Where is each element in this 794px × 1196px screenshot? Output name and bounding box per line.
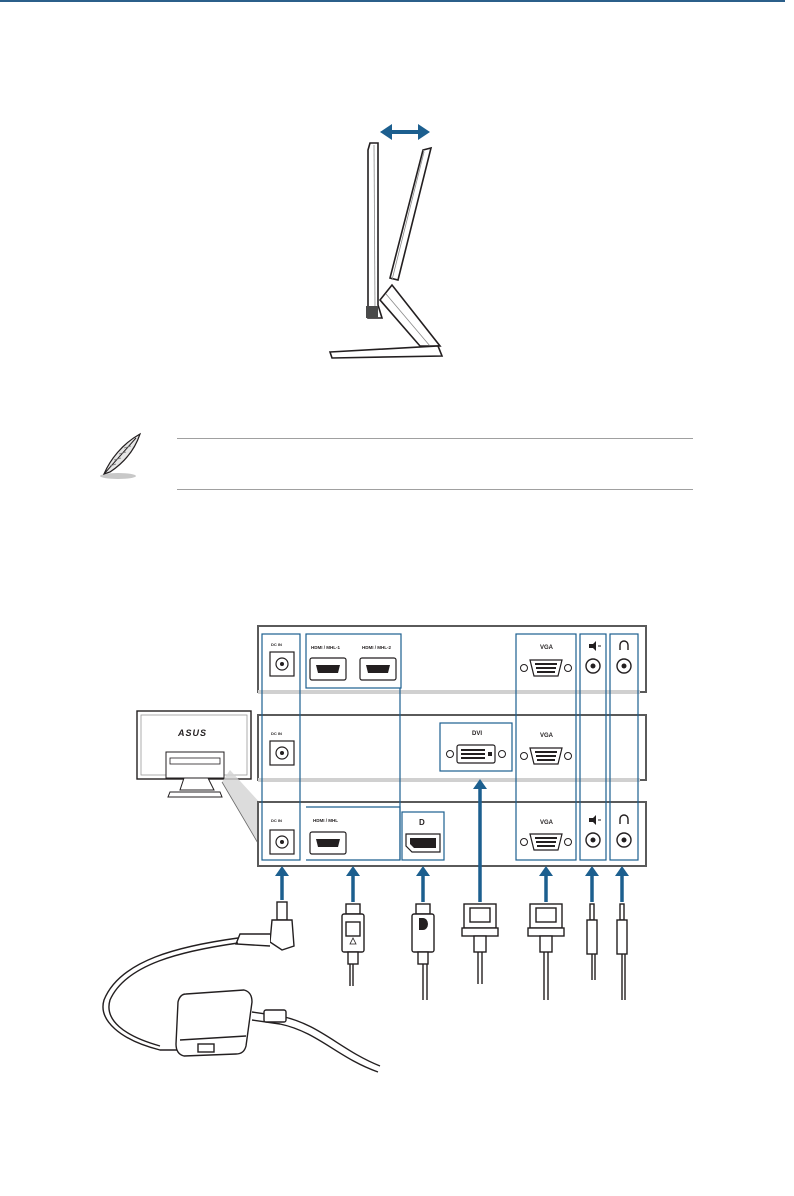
dc-cable xyxy=(102,937,239,1051)
note-feather-icon xyxy=(100,432,142,479)
tilt-arrow-icon xyxy=(380,124,430,140)
displayport-label: D xyxy=(419,818,425,827)
hdmi-mhl-2-port: HDMI / MHL-2 xyxy=(359,645,397,681)
monitor-logo: ASUS xyxy=(177,728,207,738)
audio-in-icon xyxy=(589,641,601,651)
displayport-plug xyxy=(411,903,435,1000)
dvi-outline xyxy=(439,722,513,772)
dc-in-label-2: DC IN xyxy=(271,731,282,736)
dvi-port: DVI xyxy=(446,731,506,764)
note-bottom-rule xyxy=(177,489,693,490)
dvi-plug xyxy=(461,903,499,984)
audio-in-port-2 xyxy=(585,815,601,848)
dc-in-column-outline xyxy=(261,633,301,861)
headphone-column-outline xyxy=(609,633,639,861)
hdmi-mhl-1-label: HDMI / MHL-1 xyxy=(311,645,340,650)
hdmi-mhl-2-label: HDMI / MHL-2 xyxy=(362,645,391,650)
headphone-plug xyxy=(616,903,628,1000)
headphone-port-1 xyxy=(616,640,632,674)
dc-plug xyxy=(234,901,295,951)
power-adapter-brick xyxy=(175,989,253,1057)
audio-in-column-outline xyxy=(579,633,607,861)
vga-port-1: VGA xyxy=(520,645,572,677)
vga-label-3: VGA xyxy=(540,820,554,826)
page-top-border xyxy=(0,0,785,2)
displayport-outline xyxy=(401,811,445,861)
hdmi-mhl-label: HDMI / MHL xyxy=(313,818,338,823)
dc-in-port-1: DC IN xyxy=(269,642,295,677)
monitor-tilt-illustration xyxy=(328,124,444,359)
dc-in-label-1: DC IN xyxy=(271,642,282,647)
hdmi-mhl-1-port: HDMI / MHL-1 xyxy=(309,645,347,681)
displayport-port: D xyxy=(405,818,441,853)
vga-plug xyxy=(527,903,565,1000)
dc-in-label-3: DC IN xyxy=(271,818,282,823)
hdmi-plug xyxy=(341,903,365,986)
vga-port-2: VGA xyxy=(520,733,572,765)
audio-in-port-1 xyxy=(585,641,601,674)
rear-panel-model-2 xyxy=(257,714,647,782)
dc-in-port-2: DC IN xyxy=(269,731,295,766)
hdmi-mhl-port: HDMI / MHL xyxy=(309,818,347,855)
audio-plug xyxy=(586,903,598,980)
headphone-port-2 xyxy=(616,814,632,848)
note-top-rule xyxy=(177,438,693,439)
monitor-front-view: ASUS xyxy=(136,710,263,851)
headphone-icon xyxy=(619,814,629,824)
vga-label-1: VGA xyxy=(540,645,554,651)
vga-port-3: VGA xyxy=(520,820,572,851)
dc-in-port-3: DC IN xyxy=(269,818,295,855)
audio-in-icon xyxy=(589,815,601,825)
headphone-icon xyxy=(619,640,629,650)
vga-label-2: VGA xyxy=(540,733,554,739)
vga-column-outline xyxy=(515,633,577,861)
dvi-label: DVI xyxy=(472,731,482,737)
hdmi-group-outline-top xyxy=(305,633,402,689)
